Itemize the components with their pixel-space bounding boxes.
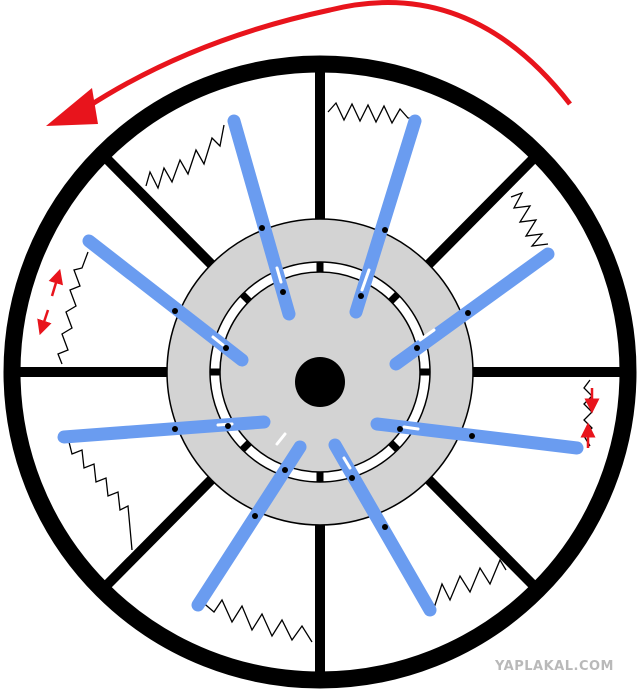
pivot-pins <box>172 225 475 530</box>
hub <box>166 218 474 526</box>
spring-upper-right-sector <box>327 101 411 125</box>
spring-lower-right-sector <box>433 558 507 609</box>
axle <box>295 357 345 407</box>
rotation-arrow <box>46 0 572 126</box>
hub-track-gaps <box>210 262 430 482</box>
spring-bottom-sector <box>199 598 313 643</box>
rotation-arrow-arc <box>84 0 572 111</box>
spring-left-sector <box>57 251 89 365</box>
spring-lower-left-sector <box>67 437 133 551</box>
rotation-arrowhead <box>46 88 98 126</box>
spoke-top-left <box>101 153 216 269</box>
spring-upper-left-sector <box>145 124 225 190</box>
watermark: YAPLAKAL.COM <box>495 659 614 674</box>
motion-arrow-up-left <box>48 268 64 297</box>
spring-right-upper-sector <box>510 191 549 247</box>
spoke-top-right <box>424 153 539 269</box>
spoke-bottom-right <box>424 475 539 591</box>
lever-right-upper <box>389 247 555 371</box>
spoke-bottom-left <box>101 475 216 591</box>
spokes <box>17 70 623 674</box>
motion-arrow-down-left <box>37 309 52 336</box>
lever-bottom-left <box>191 440 307 612</box>
spring-motion-arrows <box>37 268 600 448</box>
